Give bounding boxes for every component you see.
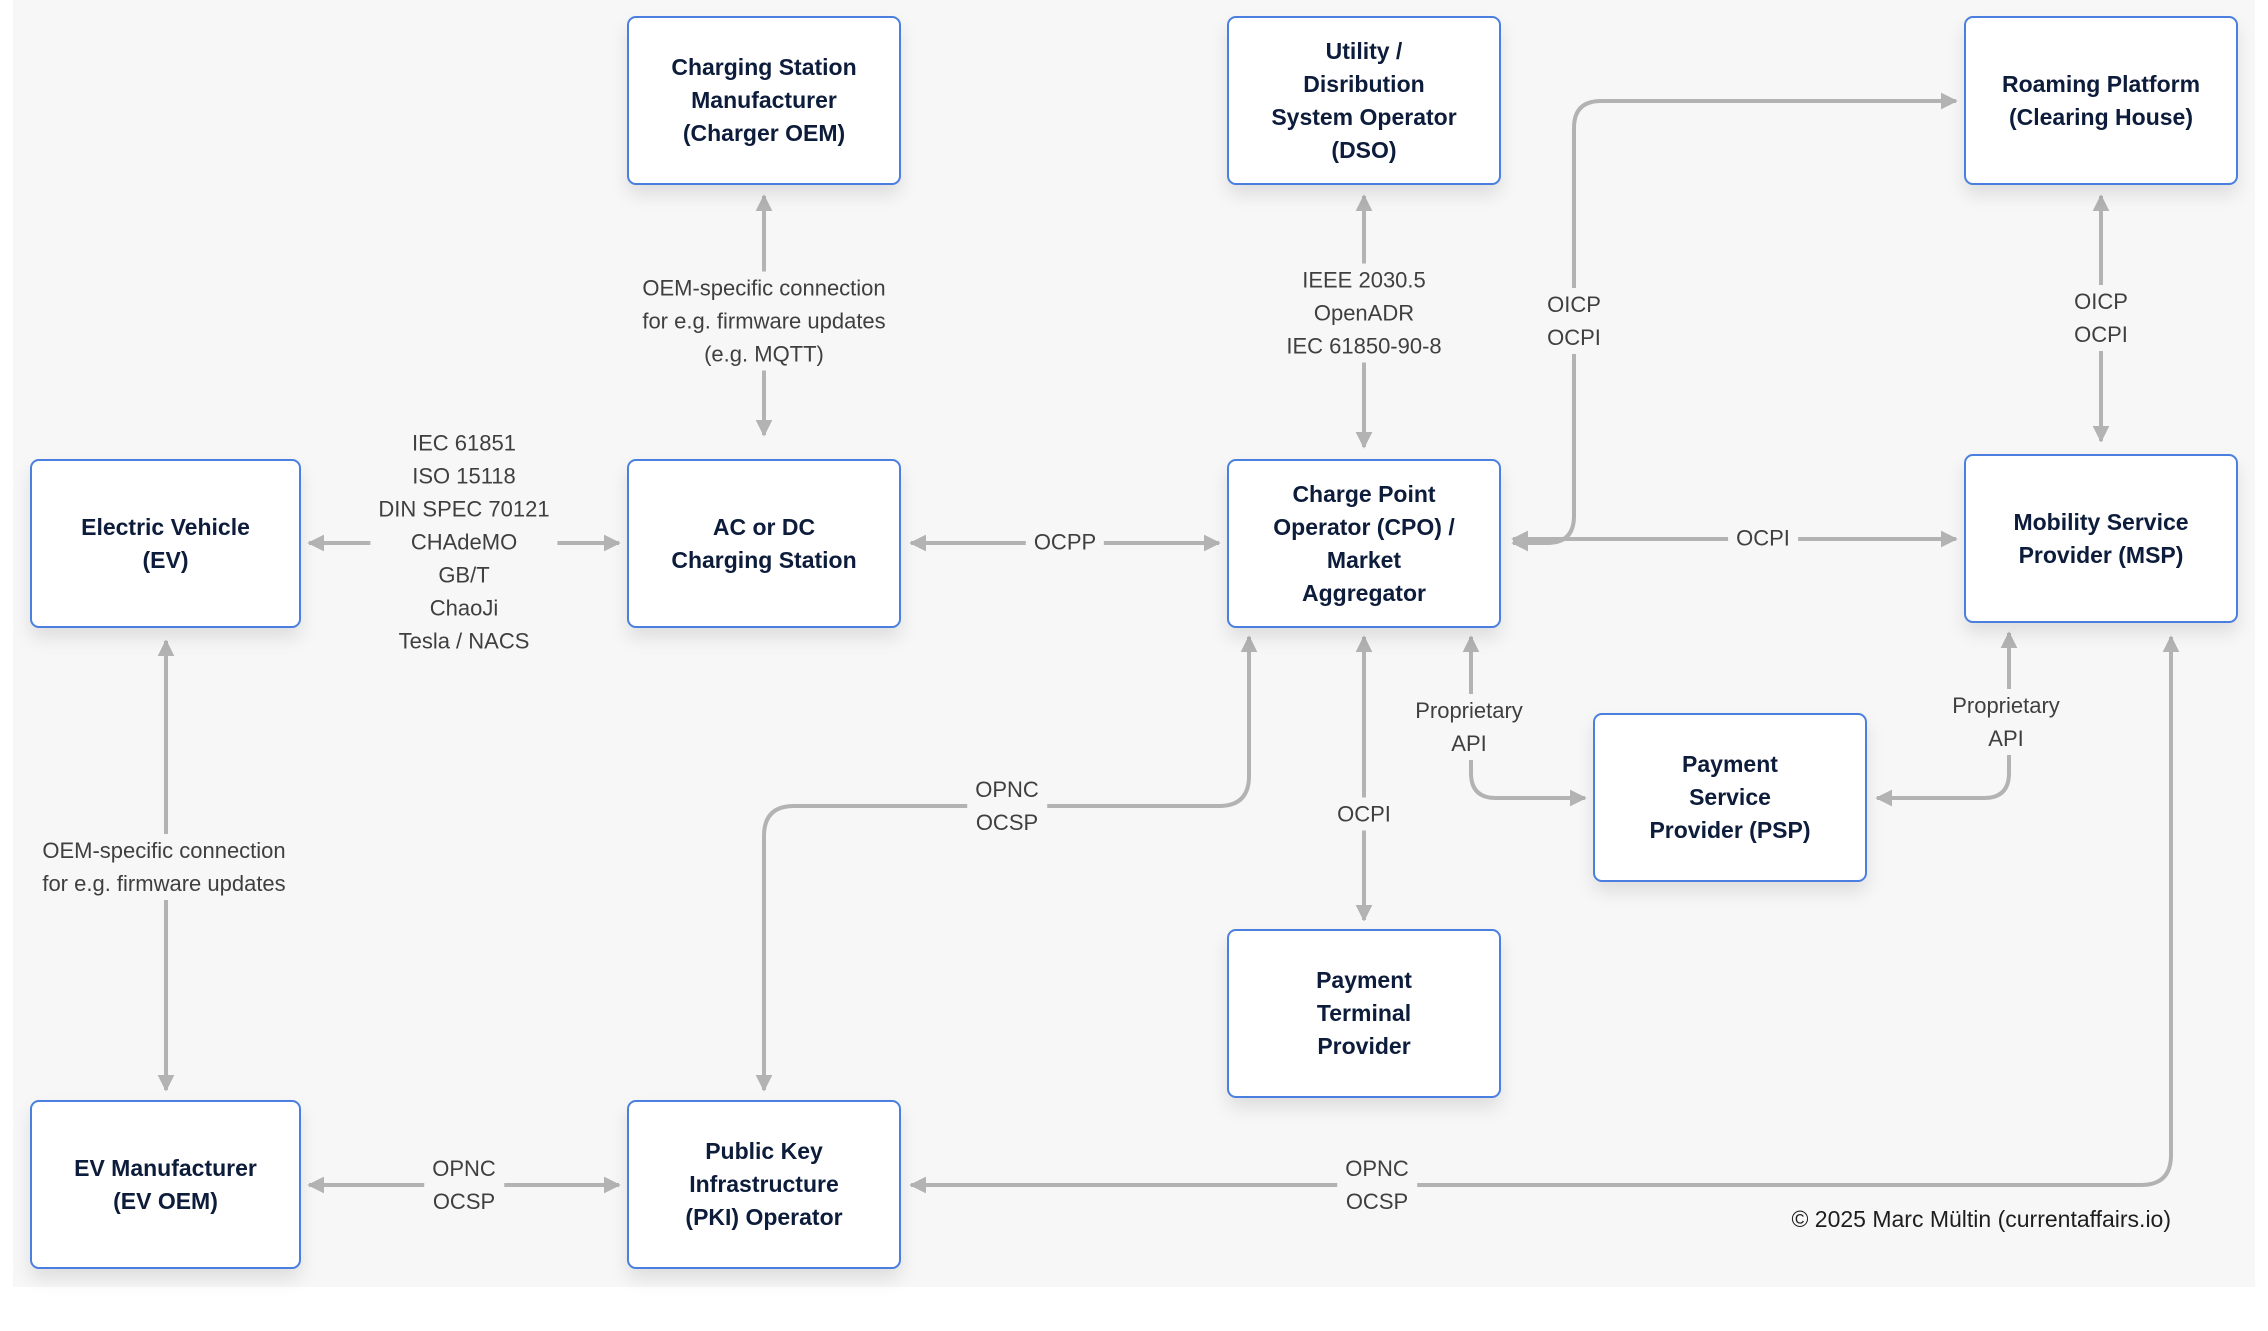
- edge-label-cpo-terminal-ocpi: OCPI: [1329, 797, 1399, 831]
- payment-terminal-label: Payment Terminal Provider: [1316, 967, 1412, 1059]
- electric-vehicle-label: Electric Vehicle (EV): [81, 513, 250, 573]
- dso-box: Utility / Disribution System Operator (D…: [1227, 16, 1501, 185]
- roaming-platform-label: Roaming Platform (Clearing House): [2001, 70, 2201, 130]
- ev-oem-label: EV Manufacturer (EV OEM): [74, 1154, 257, 1214]
- ev-oem-box: EV Manufacturer (EV OEM): [30, 1100, 301, 1269]
- msp-box: Mobility Service Provider (MSP): [1964, 454, 2238, 623]
- edge-label-ev-firmware: OEM-specific connection for e.g. firmwar…: [34, 834, 294, 900]
- msp-label: Mobility Service Provider (MSP): [2013, 508, 2189, 568]
- connector-pki-msp: [909, 635, 2180, 1194]
- edge-label-ev-station-protocols: IEC 61851 ISO 15118 DIN SPEC 70121 CHAde…: [370, 426, 558, 658]
- edge-label-msp-psp-api: Proprietary API: [1944, 689, 2068, 755]
- edge-label-dso-protocols: IEEE 2030.5 OpenADR IEC 61850-90-8: [1278, 263, 1450, 363]
- edge-label-cpo-psp-api: Proprietary API: [1407, 694, 1531, 760]
- cpo-label: Charge Point Operator (CPO) / Market Agg…: [1273, 480, 1455, 606]
- edge-label-pki-msp: OPNC OCSP: [1337, 1152, 1417, 1218]
- pki-operator-label: Public Key Infrastructure (PKI) Operator: [685, 1138, 843, 1230]
- copyright-credit: © 2025 Marc Mültin (currentaffairs.io): [1791, 1206, 2171, 1232]
- charger-oem-label: Charging Station Manufacturer (Charger O…: [671, 54, 857, 146]
- charging-station-box: AC or DC Charging Station: [627, 459, 901, 628]
- electric-vehicle-box: Electric Vehicle (EV): [30, 459, 301, 628]
- edge-label-ocpp: OCPP: [1025, 525, 1105, 559]
- cpo-box: Charge Point Operator (CPO) / Market Agg…: [1227, 459, 1501, 628]
- pki-operator-box: Public Key Infrastructure (PKI) Operator: [627, 1100, 901, 1269]
- edge-label-msp-roaming: OICP OCPI: [2066, 285, 2136, 351]
- edge-label-cpo-roaming: OICP OCPI: [1539, 288, 1609, 354]
- roaming-platform-box: Roaming Platform (Clearing House): [1964, 16, 2238, 185]
- edge-label-pki-cpo: OPNC OCSP: [967, 773, 1047, 839]
- edge-label-evoem-pki: OPNC OCSP: [424, 1152, 504, 1218]
- psp-label: Payment Service Provider (PSP): [1649, 751, 1811, 843]
- psp-box: Payment Service Provider (PSP): [1593, 713, 1867, 882]
- dso-label: Utility / Disribution System Operator (D…: [1271, 37, 1457, 163]
- edge-label-cpo-msp-ocpi: OCPI: [1728, 521, 1798, 555]
- charging-station-label: AC or DC Charging Station: [671, 513, 857, 573]
- payment-terminal-box: Payment Terminal Provider: [1227, 929, 1501, 1098]
- connector-pki-cpo: [755, 635, 1258, 1092]
- charger-oem-box: Charging Station Manufacturer (Charger O…: [627, 16, 901, 185]
- edge-label-oem-firmware-mqtt: OEM-specific connection for e.g. firmwar…: [634, 271, 894, 371]
